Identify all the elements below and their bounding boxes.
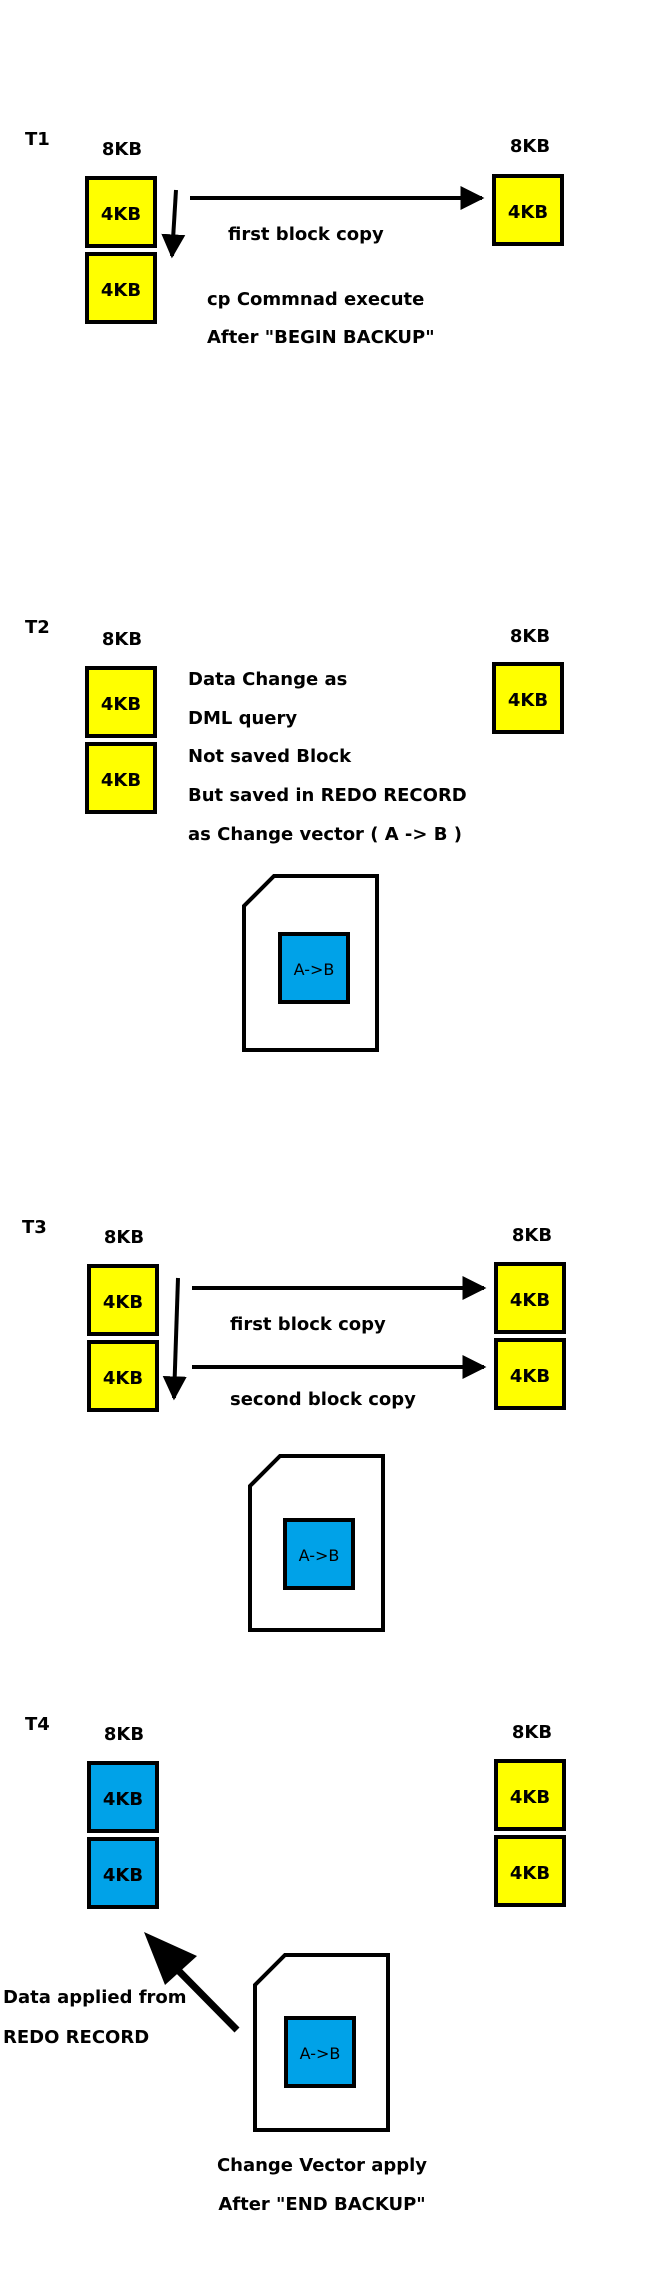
stage-t4: T4 8KB 8KB 4KB 4KB 4KB 4KB Data applied … — [3, 1714, 566, 2215]
redo-record-label: A->B — [294, 960, 335, 979]
note-line2-t1: After "BEGIN BACKUP" — [207, 327, 435, 348]
block-label: 4KB — [103, 1865, 143, 1886]
redo-log-file-t3: A->B — [248, 1454, 385, 1632]
redo-log-file-t4: A->B — [253, 1953, 390, 2132]
text-line2-t2: DML query — [188, 708, 297, 729]
block-label: 4KB — [508, 202, 548, 223]
target-block-1-t3: 4KB — [494, 1262, 566, 1334]
target-size-label-t3: 8KB — [512, 1225, 552, 1246]
redo-record-block — [283, 1518, 355, 1590]
apply-arrow-head — [144, 1932, 197, 1985]
target-size-label-t1: 8KB — [510, 136, 550, 157]
block-label: 4KB — [103, 1292, 143, 1313]
block-label: 4KB — [103, 1368, 143, 1389]
block-label: 4KB — [508, 690, 548, 711]
block-label: 4KB — [101, 770, 141, 791]
block-label: 4KB — [510, 1787, 550, 1808]
source-block-2-t4: 4KB — [87, 1837, 159, 1909]
copy1-label-t3: first block copy — [230, 1314, 386, 1335]
text-line4-t2: But saved in REDO RECORD — [188, 785, 467, 806]
stage-label-t1: T1 — [25, 129, 50, 150]
source-size-label-t3: 8KB — [104, 1227, 144, 1248]
source-size-label-t2: 8KB — [102, 629, 142, 650]
stage-t2: T2 8KB 8KB 4KB 4KB 4KB Data Change as DM… — [25, 617, 564, 1052]
target-size-label-t2: 8KB — [510, 626, 550, 647]
block-label: 4KB — [103, 1789, 143, 1810]
source-block-1-t3: 4KB — [87, 1264, 159, 1336]
target-block-2-t3: 4KB — [494, 1338, 566, 1410]
source-block-2-t1: 4KB — [85, 252, 157, 324]
source-block-2-t3: 4KB — [87, 1340, 159, 1412]
stage-t3: T3 8KB 8KB 4KB 4KB 4KB 4KB first block c… — [22, 1217, 566, 1632]
applied-line2-t4: REDO RECORD — [3, 2027, 149, 2048]
applied-line1-t4: Data applied from — [3, 1987, 187, 2008]
source-size-label-t4: 8KB — [104, 1724, 144, 1745]
copy-label-t1: first block copy — [228, 224, 384, 245]
redo-record-label: A->B — [299, 1546, 340, 1565]
block-label: 4KB — [101, 694, 141, 715]
redo-record-block — [278, 932, 350, 1004]
block-label: 4KB — [101, 204, 141, 225]
bottom-line1-t4: Change Vector apply — [217, 2155, 427, 2176]
text-line5-t2: as Change vector ( A -> B ) — [188, 824, 462, 845]
stage-label-t4: T4 — [25, 1714, 50, 1735]
note-line1-t1: cp Commnad execute — [207, 289, 424, 310]
source-block-2-t2: 4KB — [85, 742, 157, 814]
arrow-icon — [167, 1959, 240, 2033]
stage-label-t3: T3 — [22, 1217, 47, 1238]
apply-arrow-t4 — [144, 1932, 240, 2033]
source-block-1-t4: 4KB — [87, 1761, 159, 1833]
block-label: 4KB — [510, 1366, 550, 1387]
read-pointer-arrow-t3 — [162, 1277, 187, 1401]
block-label: 4KB — [510, 1290, 550, 1311]
redo-record-block — [284, 2016, 356, 2088]
block-label: 4KB — [510, 1863, 550, 1884]
target-block-1-t2: 4KB — [492, 662, 564, 734]
source-block-1-t2: 4KB — [85, 666, 157, 738]
target-block-1-t4: 4KB — [494, 1759, 566, 1831]
text-line1-t2: Data Change as — [188, 669, 347, 690]
redo-log-file-t2: A->B — [242, 874, 379, 1052]
stage-label-t2: T2 — [25, 617, 50, 638]
block-label: 4KB — [101, 280, 141, 301]
target-size-label-t4: 8KB — [512, 1722, 552, 1743]
read-pointer-arrow-t1 — [161, 189, 186, 259]
source-block-1-t1: 4KB — [85, 176, 157, 248]
text-line3-t2: Not saved Block — [188, 746, 352, 767]
redo-record-label: A->B — [300, 2044, 341, 2063]
bottom-line2-t4: After "END BACKUP" — [218, 2194, 425, 2215]
copy2-label-t3: second block copy — [230, 1389, 416, 1410]
target-block-2-t4: 4KB — [494, 1835, 566, 1907]
stage-t1: T1 8KB 8KB 4KB 4KB 4KB first block copy … — [25, 129, 564, 348]
target-block-1-t1: 4KB — [492, 174, 564, 246]
source-size-label-t1: 8KB — [102, 139, 142, 160]
